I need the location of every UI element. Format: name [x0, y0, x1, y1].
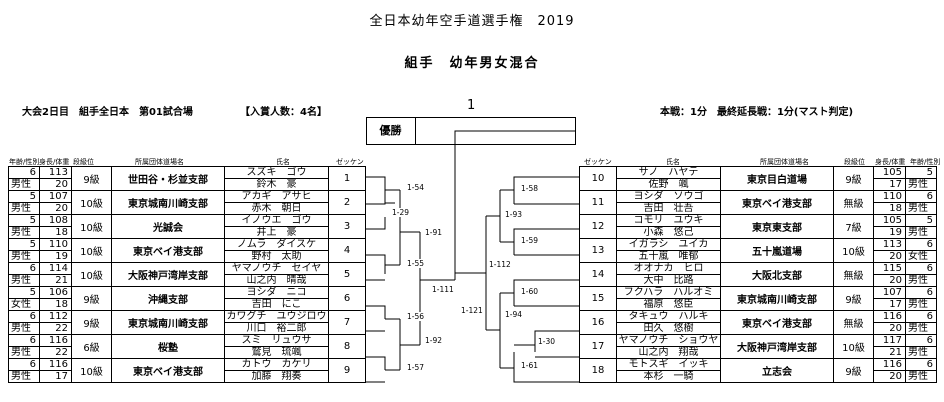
- winner-label: 優勝: [366, 117, 416, 145]
- player-name: 加藤 翔奏: [224, 370, 329, 383]
- match-label: 1-121: [461, 306, 483, 315]
- match-label: 1-58: [521, 184, 539, 193]
- col-header-zekken-left: ゼッケン: [336, 158, 364, 166]
- match-label: 1-56: [407, 312, 425, 321]
- player-grade: 6級: [71, 334, 112, 359]
- player-zekken: 6: [328, 286, 366, 311]
- player-dojo: 東京ベイ港支部: [111, 358, 225, 383]
- match-label: 1-57: [407, 363, 425, 372]
- col-header-dojo-right: 所属団体道場名: [760, 158, 809, 166]
- col-header-grade-left: 段級位: [73, 158, 94, 166]
- player-dojo: 東京東支部: [720, 214, 834, 239]
- player-gender: 男性: [905, 322, 937, 335]
- match-label: 1-111: [432, 285, 454, 294]
- match-label: 1-94: [505, 310, 523, 319]
- player-zekken: 5: [328, 262, 366, 287]
- player-gender: 男性: [905, 370, 937, 383]
- bracket-number: 1: [467, 98, 476, 113]
- player-zekken: 9: [328, 358, 366, 383]
- player-dojo: 東京目白道場: [720, 166, 834, 191]
- player-dojo: 光誠会: [111, 214, 225, 239]
- match-label: 1-55: [407, 259, 425, 268]
- player-dojo: 東京ベイ港支部: [720, 190, 834, 215]
- player-grade: 7級: [833, 214, 874, 239]
- player-dojo: 五十嵐道場: [720, 238, 834, 263]
- match-label: 1-54: [407, 183, 425, 192]
- match-label: 1-60: [521, 287, 539, 296]
- col-header-name-left: 氏名: [276, 158, 290, 166]
- player-grade: 10級: [833, 334, 874, 359]
- match-label: 1-61: [521, 361, 539, 370]
- player-grade: 10級: [71, 238, 112, 263]
- session-info: 大会2日目 組手全日本 第01試合場: [22, 107, 193, 118]
- match-label: 1-30: [538, 337, 556, 346]
- col-header-zekken-right: ゼッケン: [584, 158, 612, 166]
- time-rule: 本戦：1分 最終延長戦：1分(マスト判定): [660, 107, 854, 118]
- col-header-name-right: 氏名: [666, 158, 680, 166]
- player-grade: 無級: [833, 310, 874, 335]
- match-label: 1-93: [505, 210, 523, 219]
- player-dojo: 大阪神戸湾岸支部: [720, 334, 834, 359]
- col-header-height-weight-right: 身長/体重: [875, 158, 906, 166]
- match-label: 1-59: [521, 236, 539, 245]
- col-header-height-weight-left: 身長/体重: [39, 158, 70, 166]
- match-label: 1-92: [425, 336, 443, 345]
- awards-count: 【入賞人数：4名】: [240, 107, 327, 118]
- col-header-age-gender-right: 年齢/性別: [910, 158, 941, 166]
- player-name: 本杉 一騎: [616, 370, 721, 383]
- player-grade: 10級: [71, 358, 112, 383]
- player-grade: 9級: [833, 358, 874, 383]
- player-dojo: 桜塾: [111, 334, 225, 359]
- match-label: 1-112: [489, 260, 511, 269]
- player-zekken: 15: [579, 286, 617, 311]
- player-grade: 10級: [71, 190, 112, 215]
- player-zekken: 8: [328, 334, 366, 359]
- player-dojo: 立志会: [720, 358, 834, 383]
- player-dojo: 世田谷・杉並支部: [111, 166, 225, 191]
- col-header-dojo-left: 所属団体道場名: [135, 158, 184, 166]
- match-label: 1-91: [425, 228, 443, 237]
- player-weight: 20: [39, 202, 72, 215]
- page-title: 全日本幼年空手道選手権 2019: [369, 14, 575, 29]
- player-weight: 17: [39, 370, 72, 383]
- player-grade: 9級: [71, 166, 112, 191]
- player-zekken: 14: [579, 262, 617, 287]
- col-header-age-gender-left: 年齢/性別: [9, 158, 40, 166]
- player-zekken: 1: [328, 166, 366, 191]
- player-zekken: 7: [328, 310, 366, 335]
- col-header-grade-right: 段級位: [844, 158, 865, 166]
- match-label: 1-29: [392, 208, 410, 217]
- event-subtitle: 組手 幼年男女混合: [404, 56, 540, 71]
